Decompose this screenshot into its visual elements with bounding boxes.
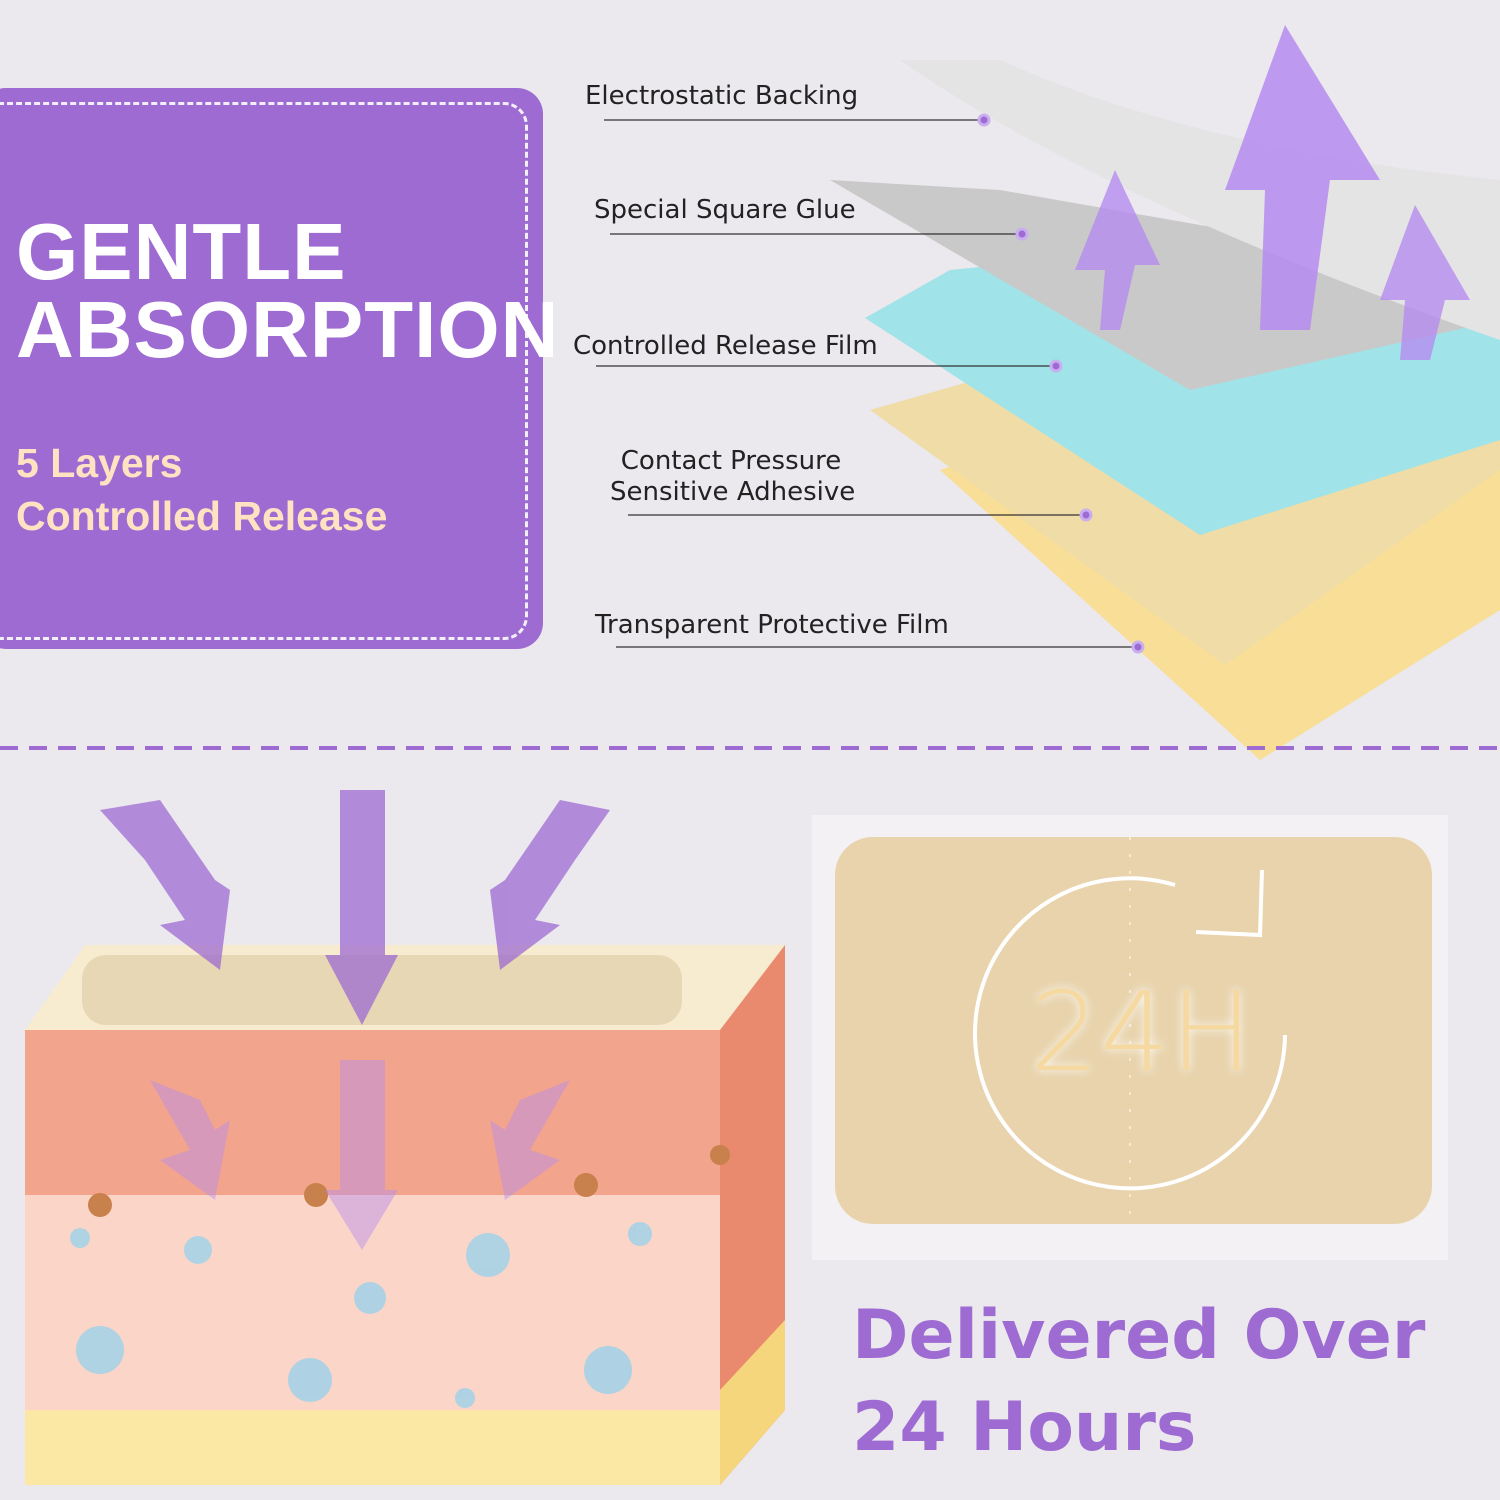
promo-box: [0, 88, 543, 649]
stitched-border: [0, 102, 528, 640]
label-electrostatic-backing: Electrostatic Backing: [585, 81, 859, 111]
arrow-up-icon: [1075, 170, 1160, 330]
skin-cross-section: [25, 945, 785, 1485]
arrow-up-icon: [1225, 25, 1380, 330]
subheadline-line1: 5 Layers: [16, 440, 183, 486]
arrow-down-icon: [100, 800, 230, 970]
tagline-line1: Delivered Over: [852, 1296, 1426, 1375]
label-transparent-protective-film: Transparent Protective Film: [595, 610, 949, 640]
label-contact-adhesive-line2: Sensitive Adhesive: [610, 477, 856, 507]
label-contact-adhesive: Contact Pressure Sensitive Adhesive: [610, 446, 856, 508]
patch-24h-badge: 24H: [1030, 968, 1253, 1096]
arrow-down-icon: [490, 800, 610, 970]
circular-arrow-icon: [973, 876, 1287, 1191]
label-controlled-release-film: Controlled Release Film: [573, 331, 878, 361]
label-contact-adhesive-line1: Contact Pressure: [620, 446, 842, 476]
layer-electrostatic-backing: [900, 60, 1500, 340]
layer-special-square-glue: [830, 180, 1500, 390]
tagline-line2: 24 Hours: [852, 1388, 1197, 1467]
label-special-square-glue: Special Square Glue: [594, 195, 856, 225]
arrow-down-icon: [325, 790, 398, 1025]
headline-line2: ABSORPTION: [16, 285, 560, 374]
patch: [835, 837, 1432, 1224]
tagline: Delivered Over 24 Hours: [852, 1290, 1425, 1474]
arrow-up-icon: [1380, 205, 1470, 360]
subheadline-line2: Controlled Release: [16, 493, 388, 539]
headline-line1: GENTLE: [16, 207, 347, 296]
